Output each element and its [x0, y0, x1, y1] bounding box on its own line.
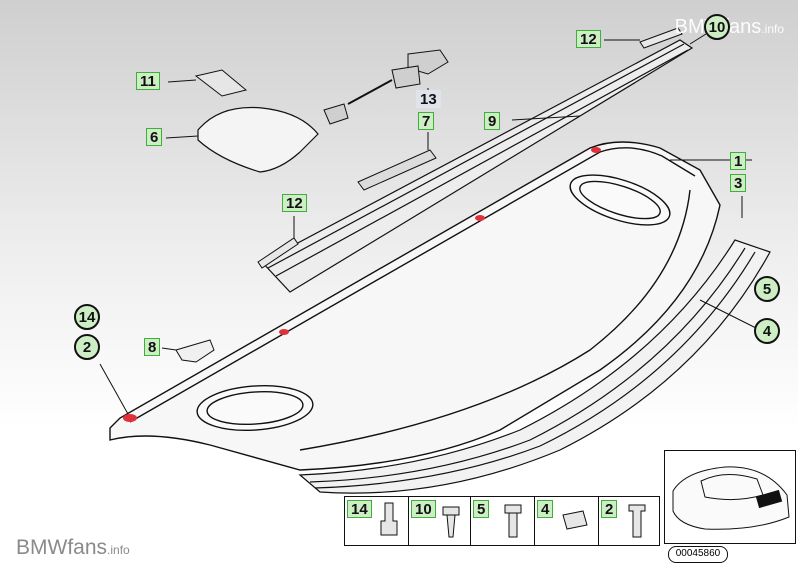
callout-2: 2 — [74, 334, 100, 360]
clip-strip-left — [257, 237, 299, 269]
clip-nut-icon — [562, 510, 588, 530]
callout-7: 7 — [418, 112, 435, 130]
callout-9: 9 — [484, 112, 501, 130]
push-clip-icon — [380, 502, 398, 536]
callout-13: 13 — [416, 90, 441, 108]
reference-number: 00045860 — [668, 546, 728, 563]
legend-label-2: 2 — [601, 500, 618, 518]
watermark-bottom: BMWfans.info — [16, 536, 130, 559]
callout-4: 4 — [754, 318, 780, 344]
legend-cell-14: 14 — [345, 497, 409, 545]
callout-14: 14 — [74, 304, 100, 330]
vehicle-location-thumbnail — [664, 450, 796, 544]
fastener-legend: 14 10 5 4 2 — [344, 496, 660, 546]
callout-10: 10 — [704, 14, 730, 40]
callout-5: 5 — [754, 276, 780, 302]
legend-label-10: 10 — [411, 500, 436, 518]
callout-6: 6 — [146, 128, 163, 146]
callout-11: 11 — [136, 72, 160, 90]
red-markers — [123, 147, 601, 422]
actuator-part — [323, 49, 449, 125]
speaker-opening-right — [569, 174, 671, 226]
bracket-part — [357, 149, 437, 191]
bolt-icon — [504, 504, 522, 538]
clip-part-8 — [175, 339, 215, 363]
leader-lines — [99, 33, 761, 415]
callout-12-left: 12 — [282, 194, 307, 212]
callout-12-top: 12 — [576, 30, 601, 48]
legend-cell-5: 5 — [471, 497, 535, 545]
legend-label-5: 5 — [473, 500, 490, 518]
rear-shelf-part — [109, 141, 721, 471]
callout-1: 1 — [730, 152, 747, 170]
grille-trim-part — [298, 239, 771, 494]
screw-icon — [442, 506, 460, 538]
plate-part — [194, 69, 248, 97]
clip-strip-top — [639, 27, 683, 49]
legend-cell-4: 4 — [535, 497, 599, 545]
legend-cell-2: 2 — [599, 497, 661, 545]
callout-8: 8 — [144, 338, 161, 356]
cover-part — [197, 106, 319, 173]
callout-3: 3 — [730, 174, 747, 192]
rail-part — [261, 39, 694, 293]
legend-label-14: 14 — [347, 500, 372, 518]
legend-cell-10: 10 — [409, 497, 471, 545]
legend-label-4: 4 — [537, 500, 554, 518]
car-outline-icon — [672, 466, 790, 530]
expansion-rivet-icon — [628, 504, 646, 538]
